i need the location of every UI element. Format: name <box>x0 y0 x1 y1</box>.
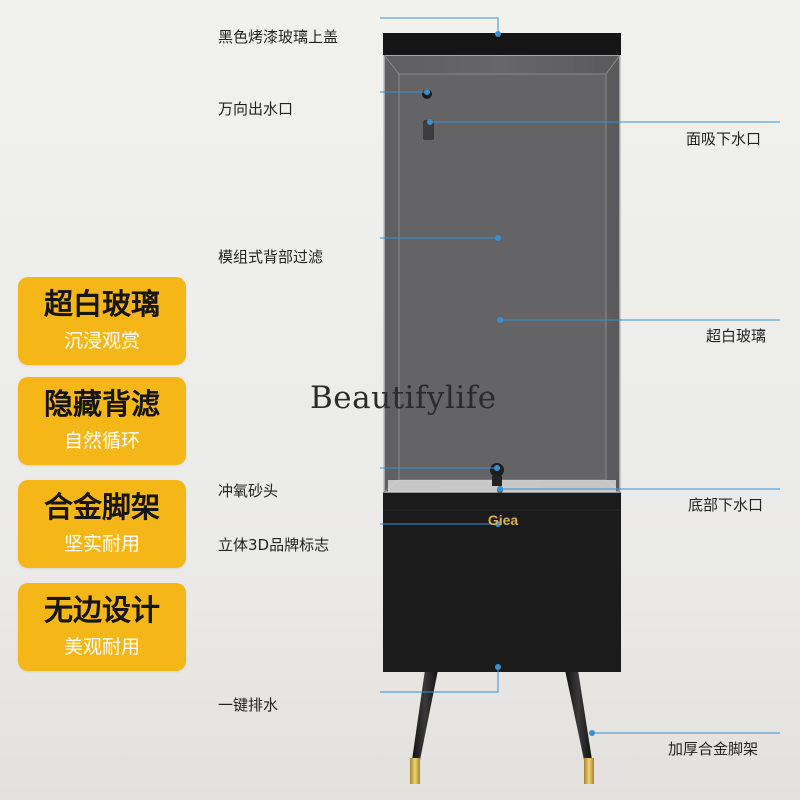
callout-dots <box>424 31 595 736</box>
callout-back-filter: 模组式背部过滤 <box>218 248 324 266</box>
callout-surface-intake: 面吸下水口 <box>686 130 762 148</box>
feature-title: 无边设计 <box>43 593 160 627</box>
cabinet-body <box>383 492 621 672</box>
feature-title: 合金脚架 <box>43 490 160 524</box>
callout-thick-legs: 加厚合金脚架 <box>668 740 759 758</box>
feature-title: 超白玻璃 <box>43 287 160 321</box>
callout-3d-logo: 立体3D品牌标志 <box>218 536 330 554</box>
feature-subtitle: 沉浸观赏 <box>63 330 140 352</box>
callout-outlet: 万向出水口 <box>218 100 294 118</box>
legs <box>410 670 594 784</box>
callout-lines <box>380 17 780 734</box>
callout-one-key-drain: 一键排水 <box>218 696 279 714</box>
feature-card-hidden-filter: 隐藏背滤 自然循环 <box>18 377 186 465</box>
callout-ultra-clear-glass: 超白玻璃 <box>706 327 767 345</box>
feature-card-glass: 超白玻璃 沉浸观赏 <box>18 277 186 365</box>
watermark-text: Beautifylife <box>310 380 497 416</box>
glass-tank <box>383 54 621 493</box>
feature-title: 隐藏背滤 <box>43 387 160 421</box>
callout-bottom-drain: 底部下水口 <box>688 496 764 514</box>
feature-card-alloy-stand: 合金脚架 坚实耐用 <box>18 480 186 568</box>
callout-top-cover: 黑色烤漆玻璃上盖 <box>218 28 339 46</box>
feature-subtitle: 美观耐用 <box>63 636 140 658</box>
feature-card-frameless: 无边设计 美观耐用 <box>18 583 186 671</box>
brand-logo: Giea <box>488 512 519 528</box>
feature-subtitle: 坚实耐用 <box>63 533 140 555</box>
feature-subtitle: 自然循环 <box>63 430 140 452</box>
callout-air-stone: 冲氧砂头 <box>218 482 279 500</box>
top-cover <box>383 33 621 55</box>
